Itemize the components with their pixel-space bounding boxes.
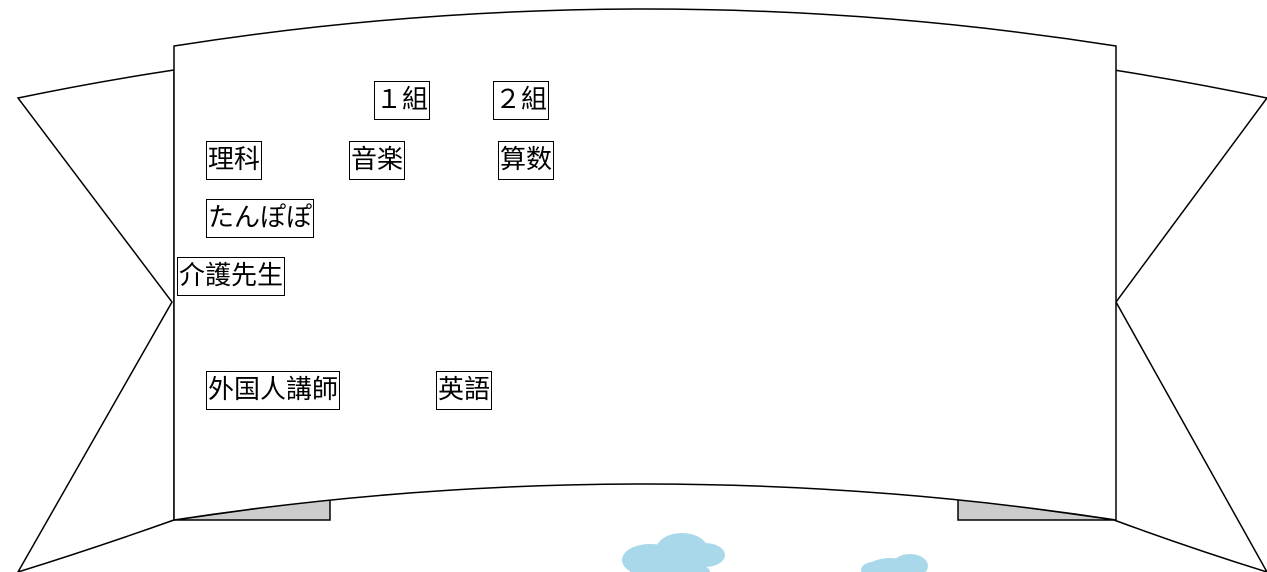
label-math: 算数 [498,141,555,180]
cloud-left [622,533,725,572]
banner-left-tail [16,69,175,572]
label-science: 理科 [206,141,263,180]
banner-right-tail [1113,69,1267,572]
label-tanpopo: たんぽぽ [206,199,315,238]
banner-panel [173,8,1117,521]
label-english: 英語 [436,371,493,410]
label-class-1: １組 [374,81,431,120]
label-foreign-teacher: 外国人講師 [206,371,341,410]
label-care-teacher: 介護先生 [177,257,286,296]
cloud-right [861,554,928,572]
label-music: 音楽 [349,141,406,180]
label-class-2: ２組 [493,81,550,120]
